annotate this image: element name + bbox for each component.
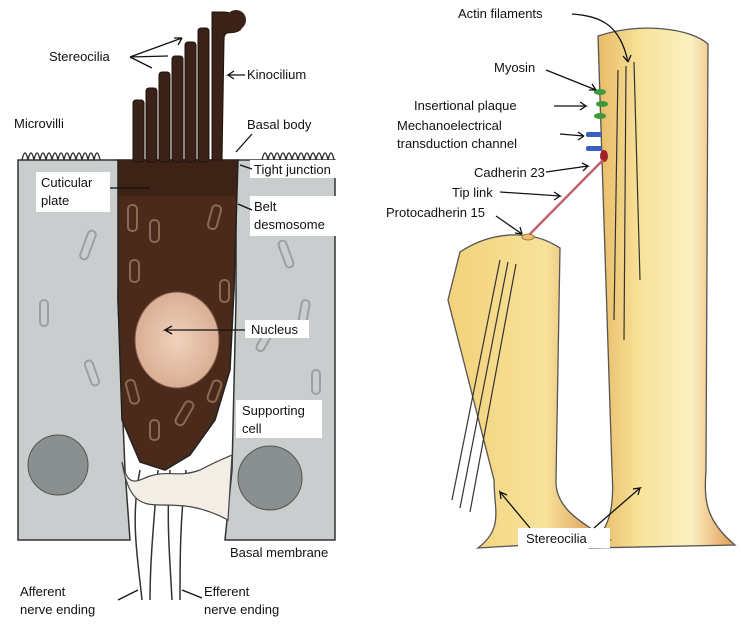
label-afferent-1: Afferent [20, 584, 66, 599]
label-stereocilia-left: Stereocilia [49, 49, 110, 64]
supporting-nucleus-right [238, 446, 302, 510]
label-cell: cell [242, 421, 262, 436]
label-microvilli: Microvilli [14, 116, 64, 131]
label-basal-body: Basal body [247, 117, 312, 132]
label-cuticular-1: Cuticular [41, 175, 93, 190]
microvilli-left [22, 153, 100, 160]
label-myosin: Myosin [494, 60, 535, 75]
transduction-channel [586, 132, 602, 137]
label-kinocilium: Kinocilium [247, 67, 306, 82]
stereocilia-bundle [133, 28, 209, 162]
cuticular-plate [119, 160, 237, 196]
label-desmosome: desmosome [254, 217, 325, 232]
label-belt: Belt [254, 199, 277, 214]
label-nucleus: Nucleus [251, 322, 298, 337]
label-supporting: Supporting [242, 403, 305, 418]
label-afferent-2: nerve ending [20, 602, 95, 617]
nerve-base [122, 455, 232, 520]
label-cadherin-23: Cadherin 23 [474, 165, 545, 180]
label-protocadherin-15: Protocadherin 15 [386, 205, 485, 220]
label-mechanoelectrical: Mechanoelectrical [397, 118, 502, 133]
kinocilium [212, 12, 242, 160]
label-efferent-2: nerve ending [204, 602, 279, 617]
microvilli-right [262, 153, 334, 160]
label-cuticular-2: plate [41, 193, 69, 208]
label-tip-link: Tip link [452, 185, 493, 200]
label-transduction: transduction channel [397, 136, 517, 151]
label-insertional-plaque: Insertional plaque [414, 98, 517, 113]
supporting-nucleus-left [28, 435, 88, 495]
label-basal-membrane: Basal membrane [230, 545, 328, 560]
tall-stereocilium [590, 28, 735, 548]
hair-cell-nucleus [135, 292, 219, 388]
label-efferent-1: Efferent [204, 584, 250, 599]
left-panel-hair-cell [18, 10, 335, 600]
label-tight-junction: Tight junction [254, 162, 331, 177]
label-stereocilia-right: Stereocilia [526, 531, 587, 546]
label-actin-filaments: Actin filaments [458, 6, 543, 21]
